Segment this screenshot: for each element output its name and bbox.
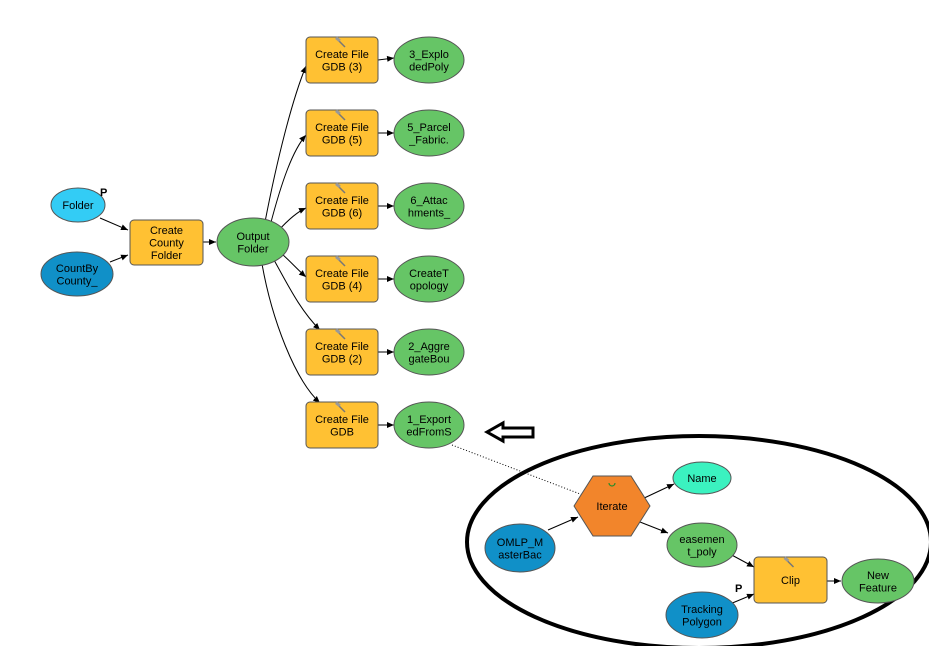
node-folder[interactable]: Folder P [50, 187, 107, 223]
data-ellipse [393, 182, 465, 230]
connector [264, 65, 307, 223]
data-ellipse [216, 217, 290, 267]
tool-box [305, 401, 379, 449]
tool-box [305, 109, 379, 157]
connector [281, 253, 307, 278]
hammer-icon [335, 182, 346, 194]
connectors [99, 55, 841, 605]
hammer-icon [783, 556, 795, 568]
connector [269, 134, 307, 227]
callout-arrow-icon [483, 420, 535, 444]
connector [639, 521, 669, 534]
node-label: Clip [781, 575, 800, 587]
tool-box [305, 36, 379, 84]
tool-box [129, 219, 204, 266]
connector [451, 444, 589, 498]
connector [99, 217, 129, 231]
highlight-ellipse [465, 434, 929, 646]
data-ellipse [393, 109, 465, 157]
parameter-marker: P [735, 583, 742, 595]
hammer-icon [335, 109, 346, 121]
data-ellipse [666, 522, 738, 568]
connector [547, 516, 579, 531]
tool-box [305, 255, 379, 303]
data-ellipse [393, 36, 465, 84]
data-ellipse [393, 255, 465, 303]
connector [639, 483, 675, 501]
node-clip[interactable]: Clip [753, 556, 828, 604]
connector [261, 263, 321, 404]
hammer-icon [335, 328, 346, 340]
data-ellipse [672, 461, 732, 495]
node-label: 5_Parcel_Fabric. [407, 122, 450, 147]
hammer-icon [335, 401, 346, 413]
connector [377, 55, 395, 62]
tool-box [753, 556, 828, 604]
connector [109, 254, 129, 263]
tool-box [305, 328, 379, 376]
node-name[interactable]: Name [672, 461, 732, 495]
node-out5[interactable]: 5_Parcel_Fabric. [393, 109, 465, 157]
data-ellipse [665, 591, 739, 639]
hammer-icon [335, 255, 346, 267]
node-iterate[interactable]: Iterate [573, 475, 651, 537]
data-ellipse [50, 187, 106, 223]
connector [729, 593, 755, 605]
node-label: Iterate [596, 501, 627, 513]
data-ellipse [393, 401, 465, 449]
data-ellipse [393, 328, 465, 376]
data-ellipse [841, 558, 915, 604]
data-ellipse [484, 523, 556, 573]
data-ellipse [40, 251, 114, 297]
hammer-icon [335, 36, 346, 48]
parameter-marker: P [100, 187, 107, 199]
node-label: Name [687, 473, 716, 485]
tool-box [305, 182, 379, 230]
connector [273, 259, 321, 331]
loop-icon [608, 482, 616, 487]
node-label: Folder [62, 200, 94, 212]
iterator-hexagon [573, 475, 651, 537]
